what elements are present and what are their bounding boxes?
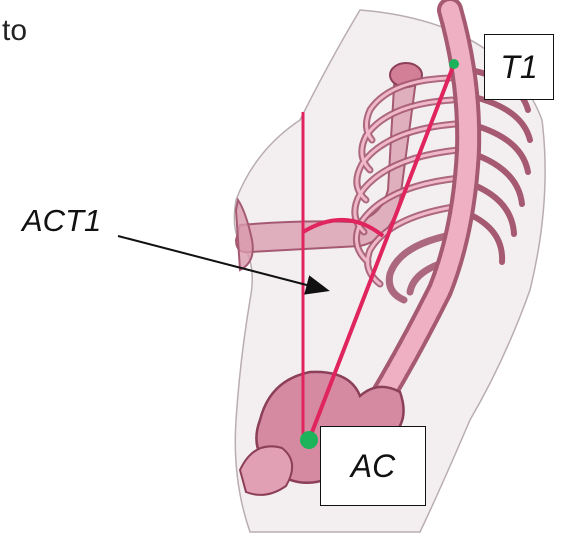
ac-marker — [300, 431, 318, 449]
ac-label-box: AC — [320, 426, 426, 506]
ac-label: AC — [351, 448, 395, 485]
t1-label: T1 — [500, 49, 537, 86]
text-fragment: to — [2, 14, 27, 48]
t1-label-box: T1 — [484, 34, 554, 100]
t1-marker — [449, 59, 459, 69]
angle-label: ACT1 — [22, 203, 101, 239]
